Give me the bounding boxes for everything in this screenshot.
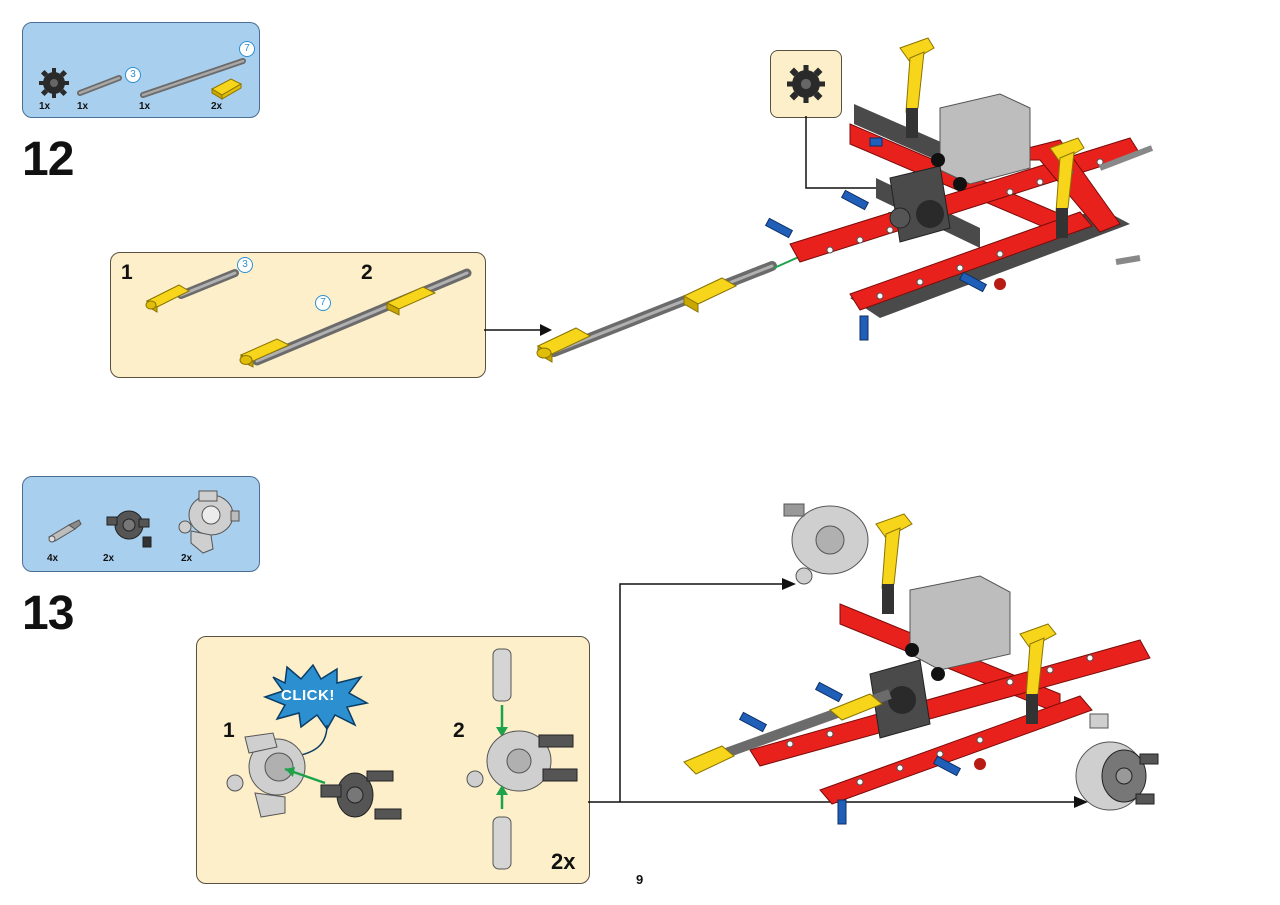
- part-qty: 2x: [211, 101, 223, 112]
- step13-parts-box: 4x 2x 2x: [22, 476, 260, 572]
- click-label: CLICK!: [281, 687, 335, 704]
- gear-icon: [787, 65, 825, 103]
- knuckle-with-pins-icon: [466, 648, 578, 870]
- chassis-model-step12: [764, 37, 1154, 341]
- page-number: 9: [636, 872, 644, 887]
- substep-number: 2: [453, 719, 465, 742]
- axle-length-badge: 7: [315, 295, 331, 311]
- step12-assembly-arrow: [484, 324, 552, 336]
- assembled-axle-icon: [536, 261, 777, 363]
- part-qty: 1x: [39, 101, 51, 112]
- steering-knuckle-icon: [178, 490, 240, 554]
- substep-number: 1: [121, 261, 133, 284]
- axle-with-connector-icon: [145, 269, 239, 313]
- yellow-connector-icon: [210, 78, 243, 100]
- part-qty: 1x: [139, 101, 151, 112]
- long-axle-two-connectors-icon: [239, 268, 472, 368]
- axle-length-badge: 3: [237, 257, 253, 273]
- click-pointer-line: [300, 724, 328, 756]
- click-burst-icon: [262, 663, 370, 731]
- substep-number: 2: [361, 261, 373, 284]
- part-qty: 1x: [77, 101, 89, 112]
- step12-subassembly-box: 1 3 2 7: [110, 252, 486, 378]
- axle-length-badge: 3: [125, 67, 141, 83]
- step12-parts-box: 1x 3 1x 7 1x 2x: [22, 22, 260, 118]
- gear-callout-box: [770, 50, 842, 118]
- part-qty: 2x: [181, 553, 193, 564]
- knuckle-hub-assembly-icon: [226, 732, 402, 820]
- step-number: 13: [22, 587, 74, 640]
- step13-subassembly-box: 1 2 2x CLICK!: [196, 636, 590, 884]
- hub-drive-icon: [106, 510, 152, 548]
- axle-long-icon: [140, 58, 246, 98]
- pin-with-axle-icon: [48, 519, 82, 543]
- axle-length-badge: 7: [239, 41, 255, 57]
- step-number: 12: [22, 133, 74, 186]
- part-qty: 2x: [103, 553, 115, 564]
- chassis-model-step13: [683, 503, 1159, 825]
- part-qty: 4x: [47, 553, 59, 564]
- step-multiplier: 2x: [551, 849, 576, 874]
- axle-short-icon: [77, 75, 122, 96]
- gear-icon: [39, 68, 69, 98]
- substep-number: 1: [223, 719, 235, 742]
